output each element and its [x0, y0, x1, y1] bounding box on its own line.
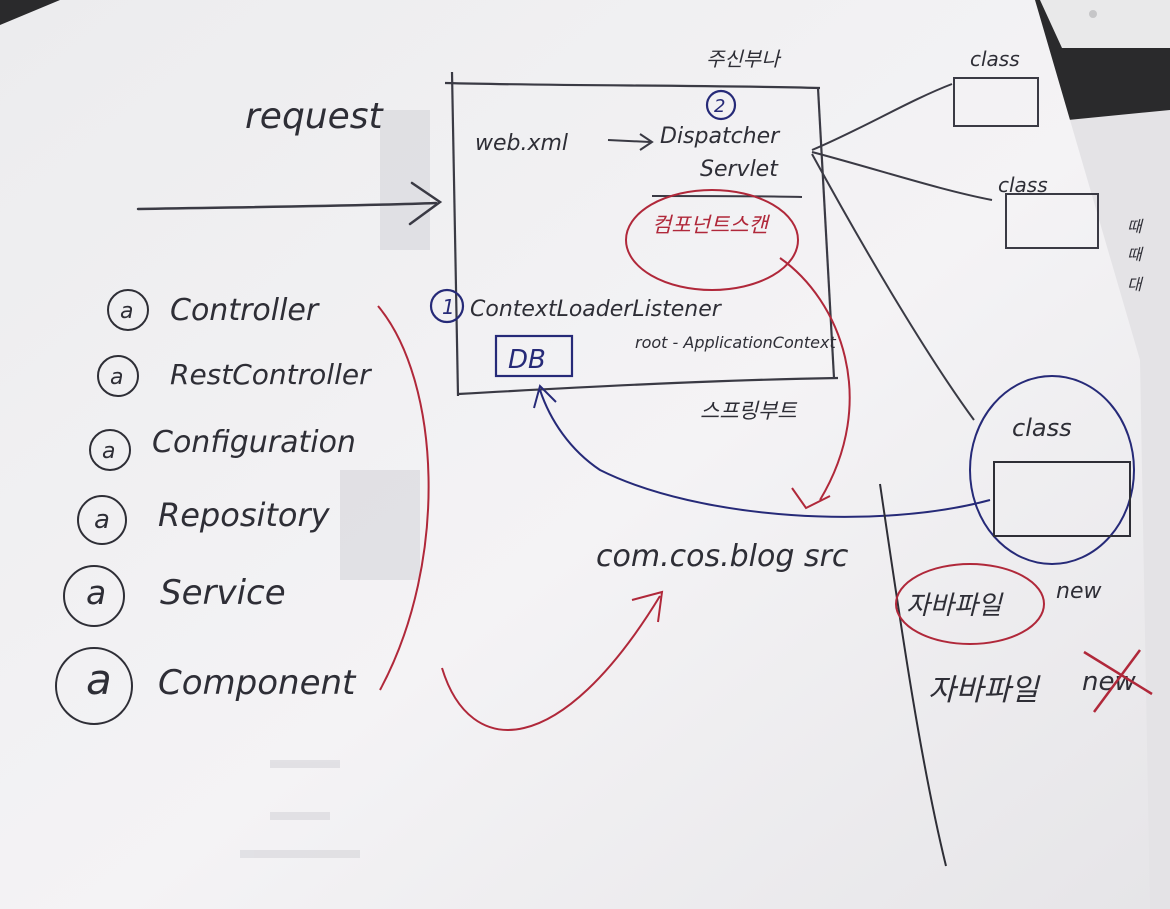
context-loader-label: ContextLoaderListener: [470, 297, 723, 322]
java-file-korean-2: 자바파일: [928, 673, 1041, 708]
class-label-circled: class: [1012, 414, 1072, 442]
annotation-label: Configuration: [152, 425, 356, 460]
device-button: [1089, 10, 1097, 18]
class-box-2: [1005, 193, 1099, 249]
annotation-label: Component: [158, 663, 357, 703]
annotation-label: RestController: [170, 358, 372, 391]
side-korean-chars: 때 때 대: [1127, 217, 1144, 294]
db-box: [494, 334, 574, 378]
annotation-row: a Component: [55, 647, 357, 725]
java-file-korean-1: 자바파일: [906, 591, 1004, 621]
annotation-marker: a: [86, 573, 106, 612]
strike-cross: [1083, 649, 1153, 713]
annotation-row: a Configuration: [89, 425, 356, 471]
annotation-label: Service: [160, 573, 286, 613]
annotation-marker-circle: [107, 289, 149, 331]
request-label: request: [245, 96, 385, 137]
web-xml-label: web.xml: [475, 131, 568, 156]
divider-line: [651, 195, 803, 198]
request-arrow: [136, 181, 443, 226]
top-header-korean: 주신부나: [706, 47, 782, 71]
svg-text:때: 때: [1127, 217, 1144, 236]
class-box-1: [953, 77, 1039, 127]
annotation-row: a Service: [63, 565, 286, 627]
root-context-label: root - ApplicationContext: [635, 333, 836, 352]
annotation-marker-circle: [55, 647, 133, 725]
annotation-row: a Controller: [107, 289, 320, 331]
svg-text:대: 대: [1127, 275, 1144, 294]
annotation-marker: a: [110, 365, 123, 390]
web-xml-arrow: [607, 133, 654, 151]
db-label: DB: [508, 345, 546, 375]
annotation-marker-circle: [97, 355, 139, 397]
java-file-circle: [895, 563, 1045, 645]
annotation-label: Repository: [158, 496, 331, 534]
class-connector-lines: [811, 83, 993, 421]
faded-printed-text: [240, 110, 430, 858]
step2-circle: [705, 89, 737, 121]
container-box: [444, 71, 839, 397]
bracket-to-package-arrow: [441, 590, 664, 731]
package-label: com.cos.blog src: [596, 539, 849, 574]
annotation-bracket-arc: [377, 305, 430, 691]
new-label-1: new: [1056, 579, 1102, 604]
dispatcher-label-line2: Servlet: [700, 157, 779, 182]
annotation-row: a Repository: [77, 495, 331, 545]
component-scan-circle: [625, 189, 799, 291]
annotation-row: a RestController: [97, 355, 372, 397]
class-to-db-arrow: [533, 384, 991, 518]
class-box-circled: [993, 461, 1131, 537]
vertical-divider: [879, 483, 947, 867]
annotation-marker-circle: [63, 565, 125, 627]
step1-number: 1: [442, 295, 455, 319]
annotation-marker: a: [120, 299, 133, 324]
device-corner: [1040, 0, 1170, 48]
dispatcher-label-line1: Dispatcher: [660, 124, 781, 149]
annotation-label: Controller: [170, 293, 320, 328]
class-label-1: class: [970, 47, 1020, 71]
annotation-marker-circle: [89, 429, 131, 471]
component-scan-korean: 컴포넌트스캔: [652, 213, 771, 237]
annotation-marker-circle: [77, 495, 127, 545]
component-scan-arrow: [779, 257, 851, 510]
annotation-marker: a: [86, 655, 112, 704]
class-circle: [969, 375, 1135, 565]
annotation-marker: a: [102, 439, 115, 464]
step2-number: 2: [714, 96, 725, 117]
step1-circle: [429, 288, 465, 324]
annotation-marker: a: [94, 505, 110, 535]
spring-boot-korean: 스프링부트: [700, 399, 798, 423]
svg-text:때: 때: [1127, 245, 1144, 264]
